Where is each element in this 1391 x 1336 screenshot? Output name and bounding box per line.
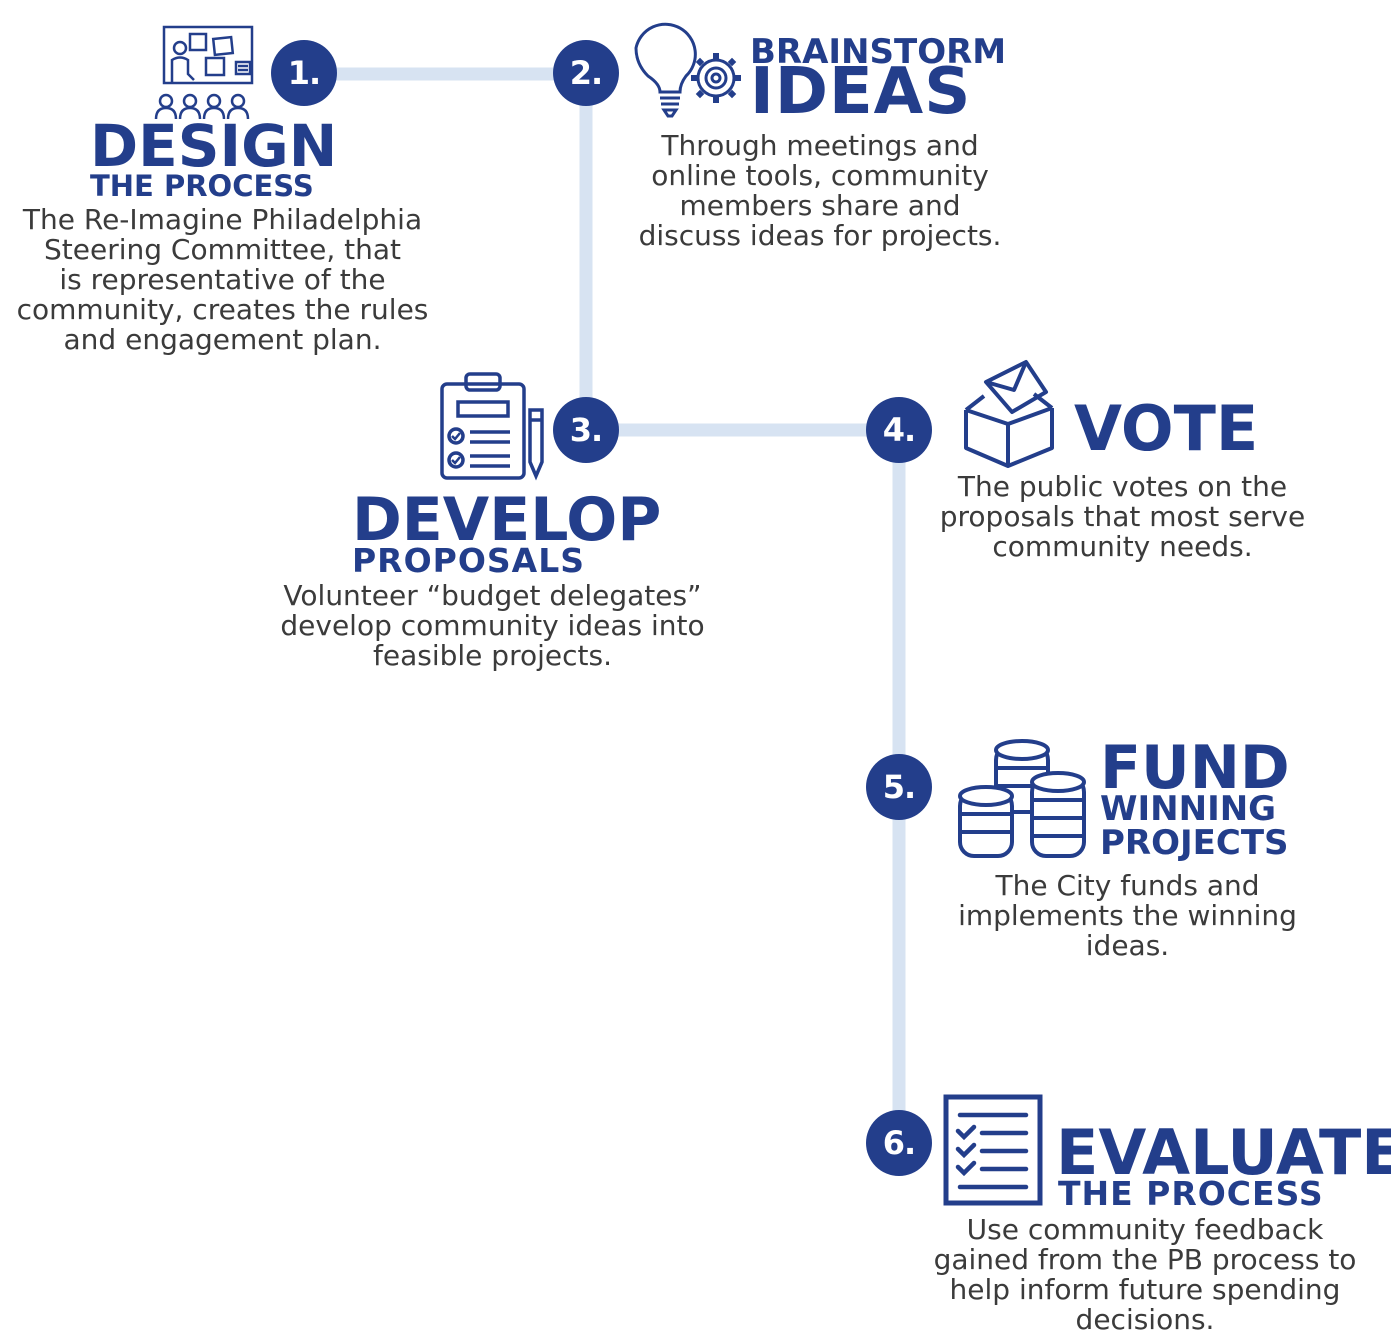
- step-5-subtitle-line-1: WINNING: [1100, 789, 1277, 829]
- step-3-number-badge: 3.: [553, 397, 619, 463]
- step-5-title: FUND: [1100, 733, 1290, 803]
- step-3-subtitle: PROPOSALS: [352, 541, 585, 580]
- step-1-description: The Re-Imagine Philadelphia Steering Com…: [16, 203, 429, 356]
- coin-stacks-icon: [958, 739, 1086, 858]
- step-1-subtitle: THE PROCESS: [90, 169, 314, 203]
- step-3-title: DEVELOP: [352, 485, 662, 555]
- step-6-subtitle: THE PROCESS: [1058, 1174, 1324, 1213]
- step-6-description: Use community feedback gained from the P…: [933, 1213, 1357, 1336]
- step-2-title: IDEAS: [750, 55, 972, 129]
- step-4-title: VOTE: [1074, 392, 1259, 465]
- step-4-number-badge: 4.: [866, 397, 932, 463]
- lightbulb-gear-icon: [634, 22, 741, 118]
- step-6-title: EVALUATE: [1056, 1116, 1391, 1189]
- step-2-description: Through meetings and online tools, commu…: [638, 129, 1002, 252]
- step-1-title: DESIGN: [90, 112, 338, 180]
- step-5-subtitle-line-2: PROJECTS: [1100, 823, 1289, 863]
- step-5-number-badge: 5.: [866, 754, 932, 820]
- step-2-title-top: BRAINSTORM: [750, 32, 1007, 72]
- ballot-box-icon: [964, 360, 1054, 468]
- step-2-number-badge: 2.: [553, 40, 619, 106]
- step-5-description: The City funds and implements the winnin…: [958, 869, 1297, 962]
- clipboard-pencil-icon: [440, 372, 544, 481]
- step-6-number-badge: 6.: [866, 1110, 932, 1176]
- step-3-description: Volunteer “budget delegates” develop com…: [280, 579, 705, 672]
- step-4-description: The public votes on the proposals that m…: [939, 470, 1306, 563]
- checklist-icon: [943, 1094, 1043, 1206]
- presentation-board-audience-icon: [154, 25, 254, 120]
- step-1-number-badge: 1.: [271, 40, 337, 106]
